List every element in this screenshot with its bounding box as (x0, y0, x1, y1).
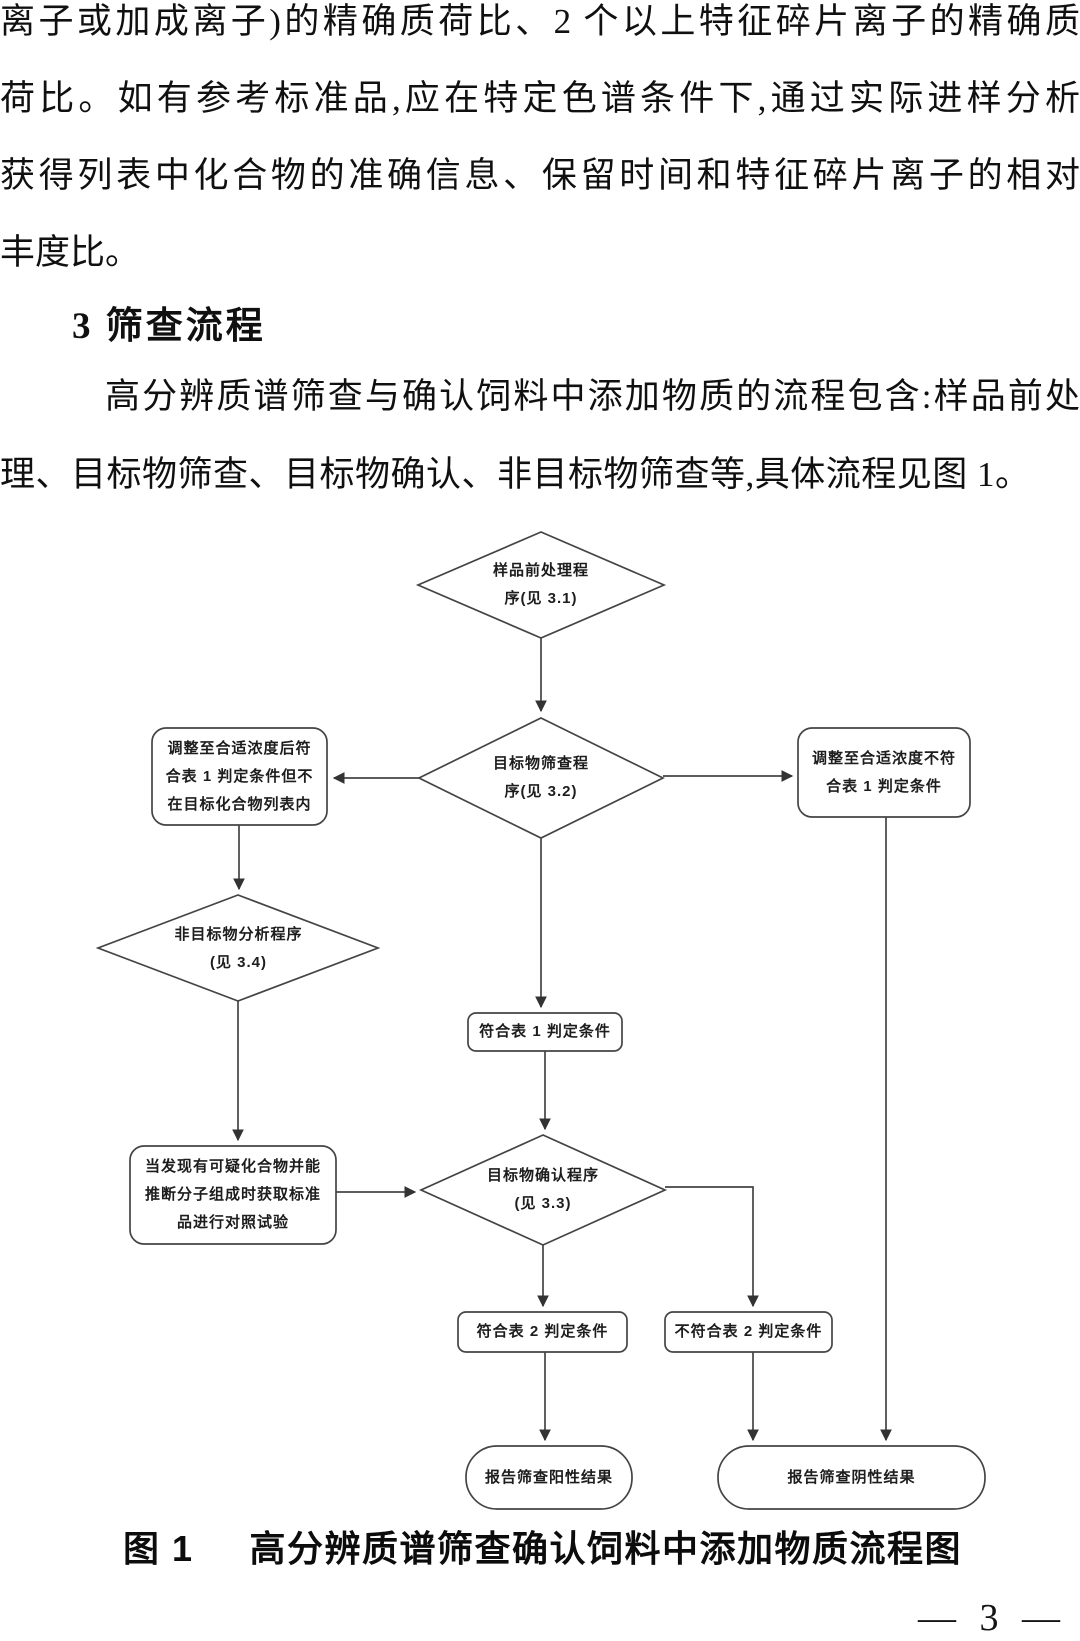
flow-node-suspect-compound: 当发现有可疑化合物并能 推断分子组成时获取标准 品进行对照试验 (144, 1158, 321, 1231)
figure-caption: 图 1 高分辨质谱筛查确认饲料中添加物质流程图 (123, 1520, 962, 1572)
flow-node-meets-table1: 符合表 1 判定条件 (479, 1023, 611, 1040)
flow-node-nontarget-analysis: 非目标物分析程序 (见 3.4) (174, 925, 303, 971)
flow-node-adjust-meets-not-in-list: 调整至合适浓度后符 合表 1 判定条件但不 在目标化合物列表内 (165, 739, 314, 813)
shape-meets-table2-box (457, 1311, 628, 1353)
body-line-3: 获得列表中化合物的准确信息、保留时间和特征碎片离子的相对 (0, 156, 1080, 195)
paragraph-line-1: 高分辨质谱筛查与确认饲料中添加物质的流程包含:样品前处 (105, 377, 1080, 416)
shape-target-confirmation-diamond (418, 1134, 668, 1246)
shape-adjust-not-meet-box (797, 727, 971, 818)
flowchart-canvas (95, 531, 986, 1510)
edge-confirmation-to-not-meets-table2 (665, 1186, 759, 1308)
paragraph-line-2: 理、目标物筛查、目标物确认、非目标物筛查等,具体流程见图 1。 (0, 455, 1031, 494)
flow-node-target-confirmation: 目标物确认程序 (见 3.3) (486, 1167, 599, 1212)
body-line-4: 丰度比。 (0, 233, 141, 272)
flow-node-meets-table2: 符合表 2 判定条件 (476, 1323, 609, 1340)
flow-node-report-positive: 报告筛查阳性结果 (484, 1468, 613, 1486)
flow-node-sample-pretreatment: 样品前处理程 序(见 3.1) (492, 562, 589, 607)
shape-meets-table1-box (467, 1012, 623, 1052)
shape-not-meets-table2-box (664, 1311, 833, 1353)
section-heading: 3 筛查流程 (72, 306, 266, 347)
shape-adjust-meets-not-in-list-box (151, 727, 328, 826)
shape-sample-pretreatment-diamond (415, 531, 667, 639)
shape-nontarget-analysis-diamond (95, 894, 381, 1002)
body-line-1: 离子或加成离子)的精确质荷比、2 个以上特征碎片离子的精确质 (0, 2, 1080, 41)
body-line-2: 荷比。如有参考标准品,应在特定色谱条件下,通过实际进样分析 (0, 79, 1080, 118)
figure-caption-number: 图 1 (123, 1528, 194, 1569)
flow-node-not-meets-table2: 不符合表 2 判定条件 (674, 1323, 823, 1340)
shape-report-negative-terminator (717, 1445, 986, 1510)
flow-node-target-screening: 目标物筛查程 序(见 3.2) (492, 755, 589, 800)
shape-report-positive-terminator (465, 1445, 633, 1510)
flow-node-adjust-not-meet: 调整至合适浓度不符 合表 1 判定条件 (811, 749, 956, 795)
figure-caption-title: 高分辨质谱筛查确认饲料中添加物质流程图 (249, 1528, 963, 1569)
flow-node-report-negative: 报告筛查阴性结果 (787, 1468, 916, 1486)
page-number: — 3 — (918, 1597, 1067, 1639)
flowchart-figure: 样品前处理程 序(见 3.1) 目标物筛查程 序(见 3.2) 调整至合适浓度后… (0, 500, 1080, 1514)
shape-target-screening-diamond (417, 717, 665, 839)
shape-suspect-compound-box (129, 1145, 337, 1245)
